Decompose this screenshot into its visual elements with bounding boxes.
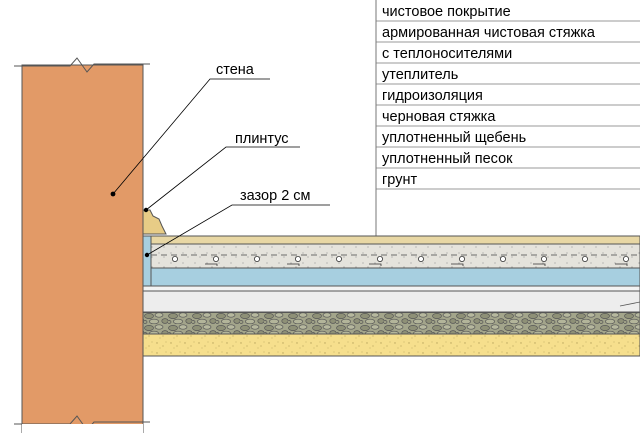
screed-joint-mark [287, 263, 300, 266]
finish-coating-layer [150, 235, 640, 245]
legend-item: с теплоносителями [382, 46, 512, 62]
gap-leader-dot [144, 252, 150, 258]
heating-pipes [171, 255, 630, 266]
screed-joint-mark [533, 263, 546, 266]
reinforced-screed-layer [150, 243, 640, 269]
heating-pipe [253, 255, 260, 262]
legend-item: гидроизоляция [382, 88, 483, 104]
sand-layer [142, 333, 640, 357]
heating-pipe [171, 255, 178, 262]
screed-joint-mark [369, 263, 382, 266]
callout-leaders [112, 78, 330, 256]
heating-pipe [541, 255, 548, 262]
baseboard-leader-dot [143, 207, 149, 213]
layer-legend: чистовое покрытие армированная чистовая с… [376, 4, 640, 190]
legend-item: утеплитель [382, 67, 458, 83]
wall-leader-dot [110, 191, 116, 197]
screed-joint-mark [205, 263, 218, 266]
slope-marker [619, 301, 640, 307]
legend-item: уплотненный песок [382, 151, 513, 167]
heating-pipe [212, 255, 219, 262]
compacted-gravel-band [142, 311, 640, 335]
wall-label: стена [216, 62, 255, 78]
heating-pipe [417, 255, 424, 262]
heating-pipe [582, 255, 589, 262]
screed-joint-mark [451, 263, 464, 266]
legend-item: чистовое покрытие [382, 4, 511, 20]
waterproofing-layer [142, 285, 640, 292]
heating-pipe [376, 255, 383, 262]
legend-item: черновая стяжка [382, 109, 496, 125]
legend-item: уплотненный щебень [382, 130, 526, 146]
edge-gap-strip [142, 235, 152, 287]
gap-label: зазор 2 см [240, 188, 311, 204]
heating-pipe [623, 255, 630, 262]
wall-break-top [14, 57, 150, 73]
baseboard-label: плинтус [235, 131, 289, 147]
heating-pipe [499, 255, 506, 262]
heating-pipe [458, 255, 465, 262]
heating-pipe [335, 255, 342, 262]
wall-body [21, 64, 144, 433]
legend-item: армированная чистовая стяжка [382, 25, 596, 41]
baseboard [142, 209, 167, 235]
heating-pipe [294, 255, 301, 262]
insulation-layer [150, 267, 640, 287]
legend-item: грунт [382, 172, 417, 188]
floor-layers [142, 235, 640, 357]
rough-screed-layer [142, 290, 640, 313]
wall [14, 57, 150, 433]
screed-joint-mark [615, 263, 628, 266]
